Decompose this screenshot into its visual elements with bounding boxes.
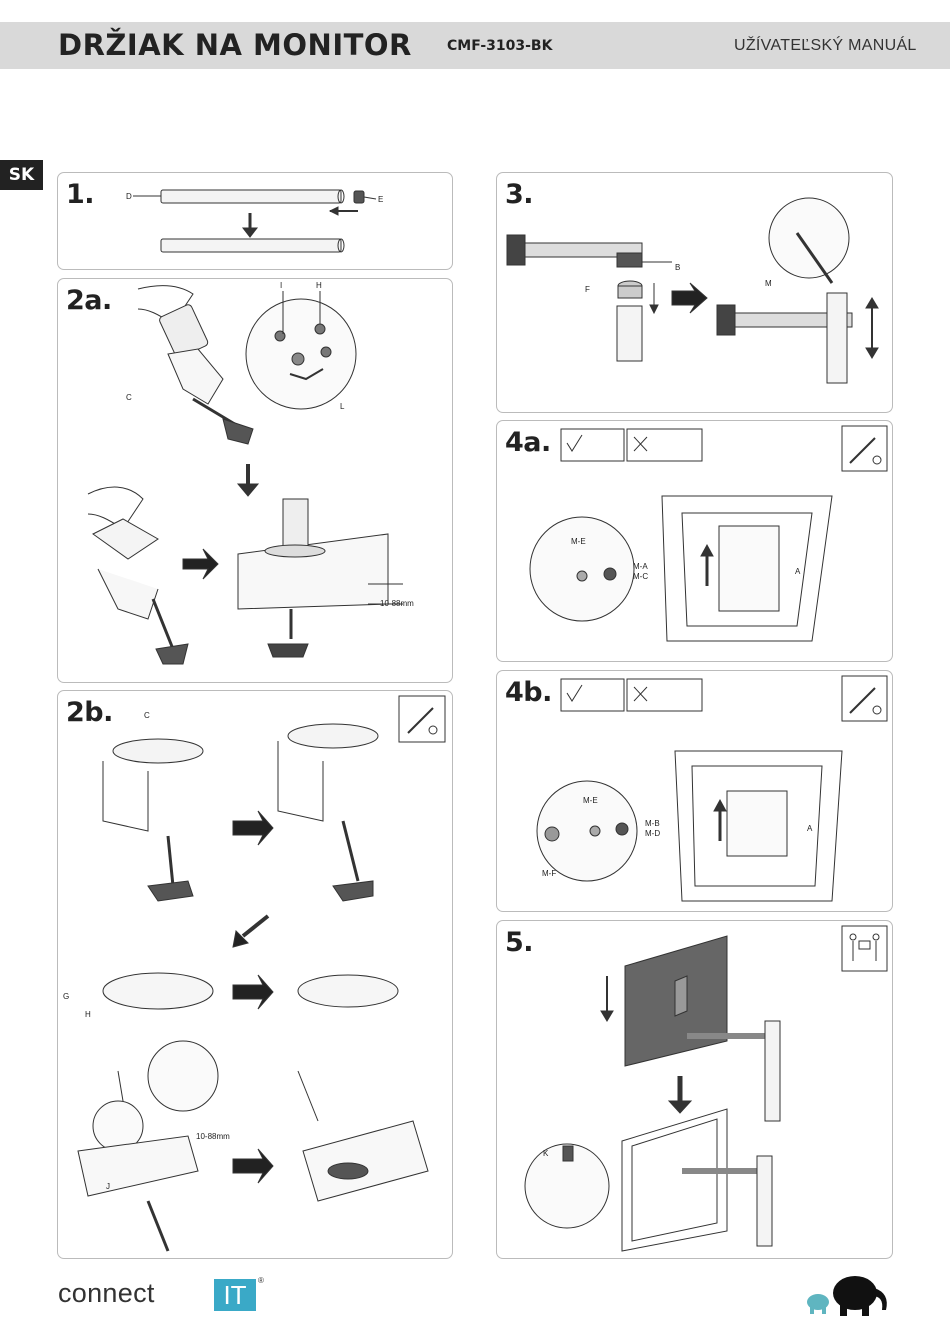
step-4b-illustration: M-E M-B M-D M-F A <box>497 671 894 913</box>
part-label-MF: M-F <box>542 869 556 878</box>
step-1-panel: D E 1. <box>57 172 453 270</box>
part-label-H: H <box>85 1010 91 1019</box>
part-label-MA: M-A <box>633 562 648 571</box>
language-tab: SK <box>0 160 43 190</box>
part-label-ME: M-E <box>571 537 586 546</box>
screwdriver-icon <box>408 708 437 734</box>
part-label-F: F <box>585 285 590 294</box>
part-label-E: E <box>378 195 383 204</box>
part-label-ME: M-E <box>583 796 598 805</box>
brand-box: IT <box>214 1279 256 1311</box>
step-3-illustration: B F M <box>497 173 894 414</box>
part-label-L: L <box>340 402 345 411</box>
part-label-I: I <box>280 281 282 290</box>
cross-icon <box>634 687 647 701</box>
part-label-C: C <box>126 393 132 402</box>
step-2b-illustration: C G H J 10-88mm <box>58 691 454 1260</box>
step-1-illustration: D E <box>58 173 454 271</box>
cross-icon <box>634 437 647 451</box>
thickness-label: 10-88mm <box>380 599 414 608</box>
step-2a-label: 2a. <box>66 285 112 316</box>
part-label-B: B <box>675 263 680 272</box>
part-label-J: J <box>106 1182 110 1191</box>
document-type: UŽÍVATEĽSKÝ MANUÁL <box>734 37 917 55</box>
part-label-M: M <box>765 279 772 288</box>
part-label-D: D <box>126 192 132 201</box>
brand-name: connect <box>58 1278 155 1309</box>
part-label-K: K <box>543 1149 549 1158</box>
step-4a-panel: M-E M-A M-C A 4a. <box>496 420 893 662</box>
step-4a-label: 4a. <box>505 427 551 458</box>
page-title: DRŽIAK NA MONITOR <box>58 28 412 62</box>
header-bar: DRŽIAK NA MONITOR CMF-3103-BK UŽÍVATEĽSK… <box>0 22 950 69</box>
screwdriver-icon <box>850 438 875 463</box>
step-5-panel: K 5. <box>496 920 893 1259</box>
part-label-G: G <box>63 992 69 1001</box>
step-1-label: 1. <box>66 179 94 210</box>
step-3-panel: B F M 3. <box>496 172 893 413</box>
step-5-label: 5. <box>505 927 533 958</box>
step-4b-panel: M-E M-B M-D M-F A 4b. <box>496 670 893 912</box>
step-2a-panel: C I H L 10-88mm 2a. <box>57 278 453 683</box>
check-icon <box>567 435 582 451</box>
registered-mark: ® <box>258 1276 264 1285</box>
step-2a-illustration: C I H L 10-88mm <box>58 279 454 684</box>
step-5-illustration: K <box>497 921 894 1260</box>
step-3-label: 3. <box>505 179 533 210</box>
step-4b-label: 4b. <box>505 677 552 708</box>
part-label-A: A <box>807 824 813 833</box>
two-person-lift-icon <box>850 934 879 961</box>
step-2b-label: 2b. <box>66 697 113 728</box>
part-label-H: H <box>316 281 322 290</box>
part-label-MB: M-B <box>645 819 660 828</box>
model-number: CMF-3103-BK <box>447 38 552 54</box>
part-label-A: A <box>795 567 801 576</box>
step-4a-illustration: M-E M-A M-C A <box>497 421 894 663</box>
part-label-MC: M-C <box>633 572 648 581</box>
thickness-label: 10-88mm <box>196 1132 230 1141</box>
check-icon <box>567 685 582 701</box>
part-label-MD: M-D <box>645 829 660 838</box>
part-label-C: C <box>144 711 150 720</box>
elephant-mascot-icon <box>800 1268 895 1318</box>
step-2b-panel: C G H J 10-88mm 2b. <box>57 690 453 1259</box>
screwdriver-icon <box>850 688 875 713</box>
